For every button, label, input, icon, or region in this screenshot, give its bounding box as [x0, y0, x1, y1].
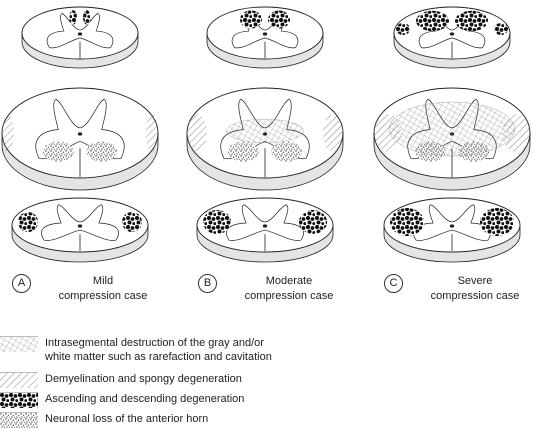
caption-case-a: A Mild compression case [12, 272, 172, 312]
legend-line-1: Intrasegmental destruction of the gray a… [45, 337, 264, 349]
legend-label-destruction: Intrasegmental destruction of the gray a… [45, 336, 272, 364]
dorsal-degeneration-left [240, 10, 262, 29]
case-title-a: Mild [92, 275, 114, 287]
gray-matter-outline [413, 204, 491, 241]
anterior-horn-left [227, 141, 259, 162]
dorsal-degeneration-right [83, 10, 91, 25]
case-badge-a: A [12, 274, 31, 293]
section-lumbar-case-a [11, 197, 149, 263]
lateral-tract-right [480, 208, 514, 236]
lateral-degeneration-right [494, 23, 508, 35]
lateral-tract-left [18, 212, 38, 232]
dorsal-degeneration-left [416, 10, 449, 32]
case-label-c: Severe compression case [410, 274, 540, 304]
case-title-b: Moderate [265, 275, 313, 287]
dorsal-degeneration-left [69, 10, 77, 25]
central-canal [449, 32, 455, 36]
lateral-demyelination-right [323, 114, 343, 152]
case-label-b: Moderate compression case [224, 274, 354, 304]
dorsal-degeneration-right [268, 10, 290, 29]
central-canal [262, 224, 268, 228]
fine-dots-swatch [0, 412, 38, 428]
section-lumbar-case-c [383, 197, 521, 263]
case-subtitle-c: compression case [430, 290, 520, 302]
lateral-tract-right [122, 212, 142, 232]
anterior-horn-right [86, 141, 118, 162]
section-thoracic-case-a [1, 87, 159, 191]
section-cervical-case-a [21, 6, 139, 69]
gray-matter-outline [35, 98, 125, 160]
legend-label-degeneration: Ascending and descending degeneration [45, 393, 245, 405]
section-thoracic-case-c [373, 87, 531, 191]
lateral-tract-right [299, 210, 327, 234]
anterior-horn-left [42, 141, 74, 162]
lateral-tract-left [203, 210, 231, 234]
dorsal-degeneration-right [455, 10, 488, 32]
gray-matter-outline [226, 204, 304, 241]
section-cervical-case-b [206, 6, 324, 69]
intrasegmental-destruction [388, 101, 516, 157]
central-canal [77, 32, 83, 36]
intrasegmental-destruction [226, 118, 304, 144]
legend-label-demyelination: Demyelination and spongy degeneration [45, 373, 242, 385]
central-canal [262, 32, 268, 36]
diagonal-hatch-swatch [0, 372, 38, 388]
gray-matter-outline [41, 204, 119, 241]
anterior-horn-right [271, 141, 303, 162]
case-badge-c: C [384, 274, 403, 293]
section-grid [1, 6, 531, 263]
lateral-tract-left [390, 208, 424, 236]
black-dots-swatch [0, 392, 38, 408]
lateral-degeneration-left [396, 23, 410, 35]
legend-line-2: white matter such as rarefaction and cav… [45, 351, 272, 363]
lateral-demyelination-left [187, 114, 207, 152]
section-cervical-case-c [393, 6, 511, 69]
caption-case-c: C Severe compression case [384, 272, 540, 312]
lateral-demyelination-right [146, 114, 158, 152]
caption-case-b: B Moderate compression case [198, 272, 358, 312]
central-canal [77, 224, 83, 228]
case-subtitle-a: compression case [58, 290, 148, 302]
lateral-demyelination-left [2, 114, 14, 152]
gray-matter-outline [46, 13, 114, 49]
legend-label-neuronal-loss: Neuronal loss of the anterior horn [45, 413, 209, 425]
case-subtitle-b: compression case [244, 290, 334, 302]
case-badge-b: B [198, 274, 217, 293]
case-title-c: Severe [457, 275, 493, 287]
section-thoracic-case-b [186, 87, 344, 191]
central-canal [449, 224, 455, 228]
crosshatch-swatch [0, 336, 38, 352]
section-lumbar-case-b [196, 197, 334, 263]
case-label-a: Mild compression case [38, 274, 168, 304]
central-canal [77, 132, 83, 136]
